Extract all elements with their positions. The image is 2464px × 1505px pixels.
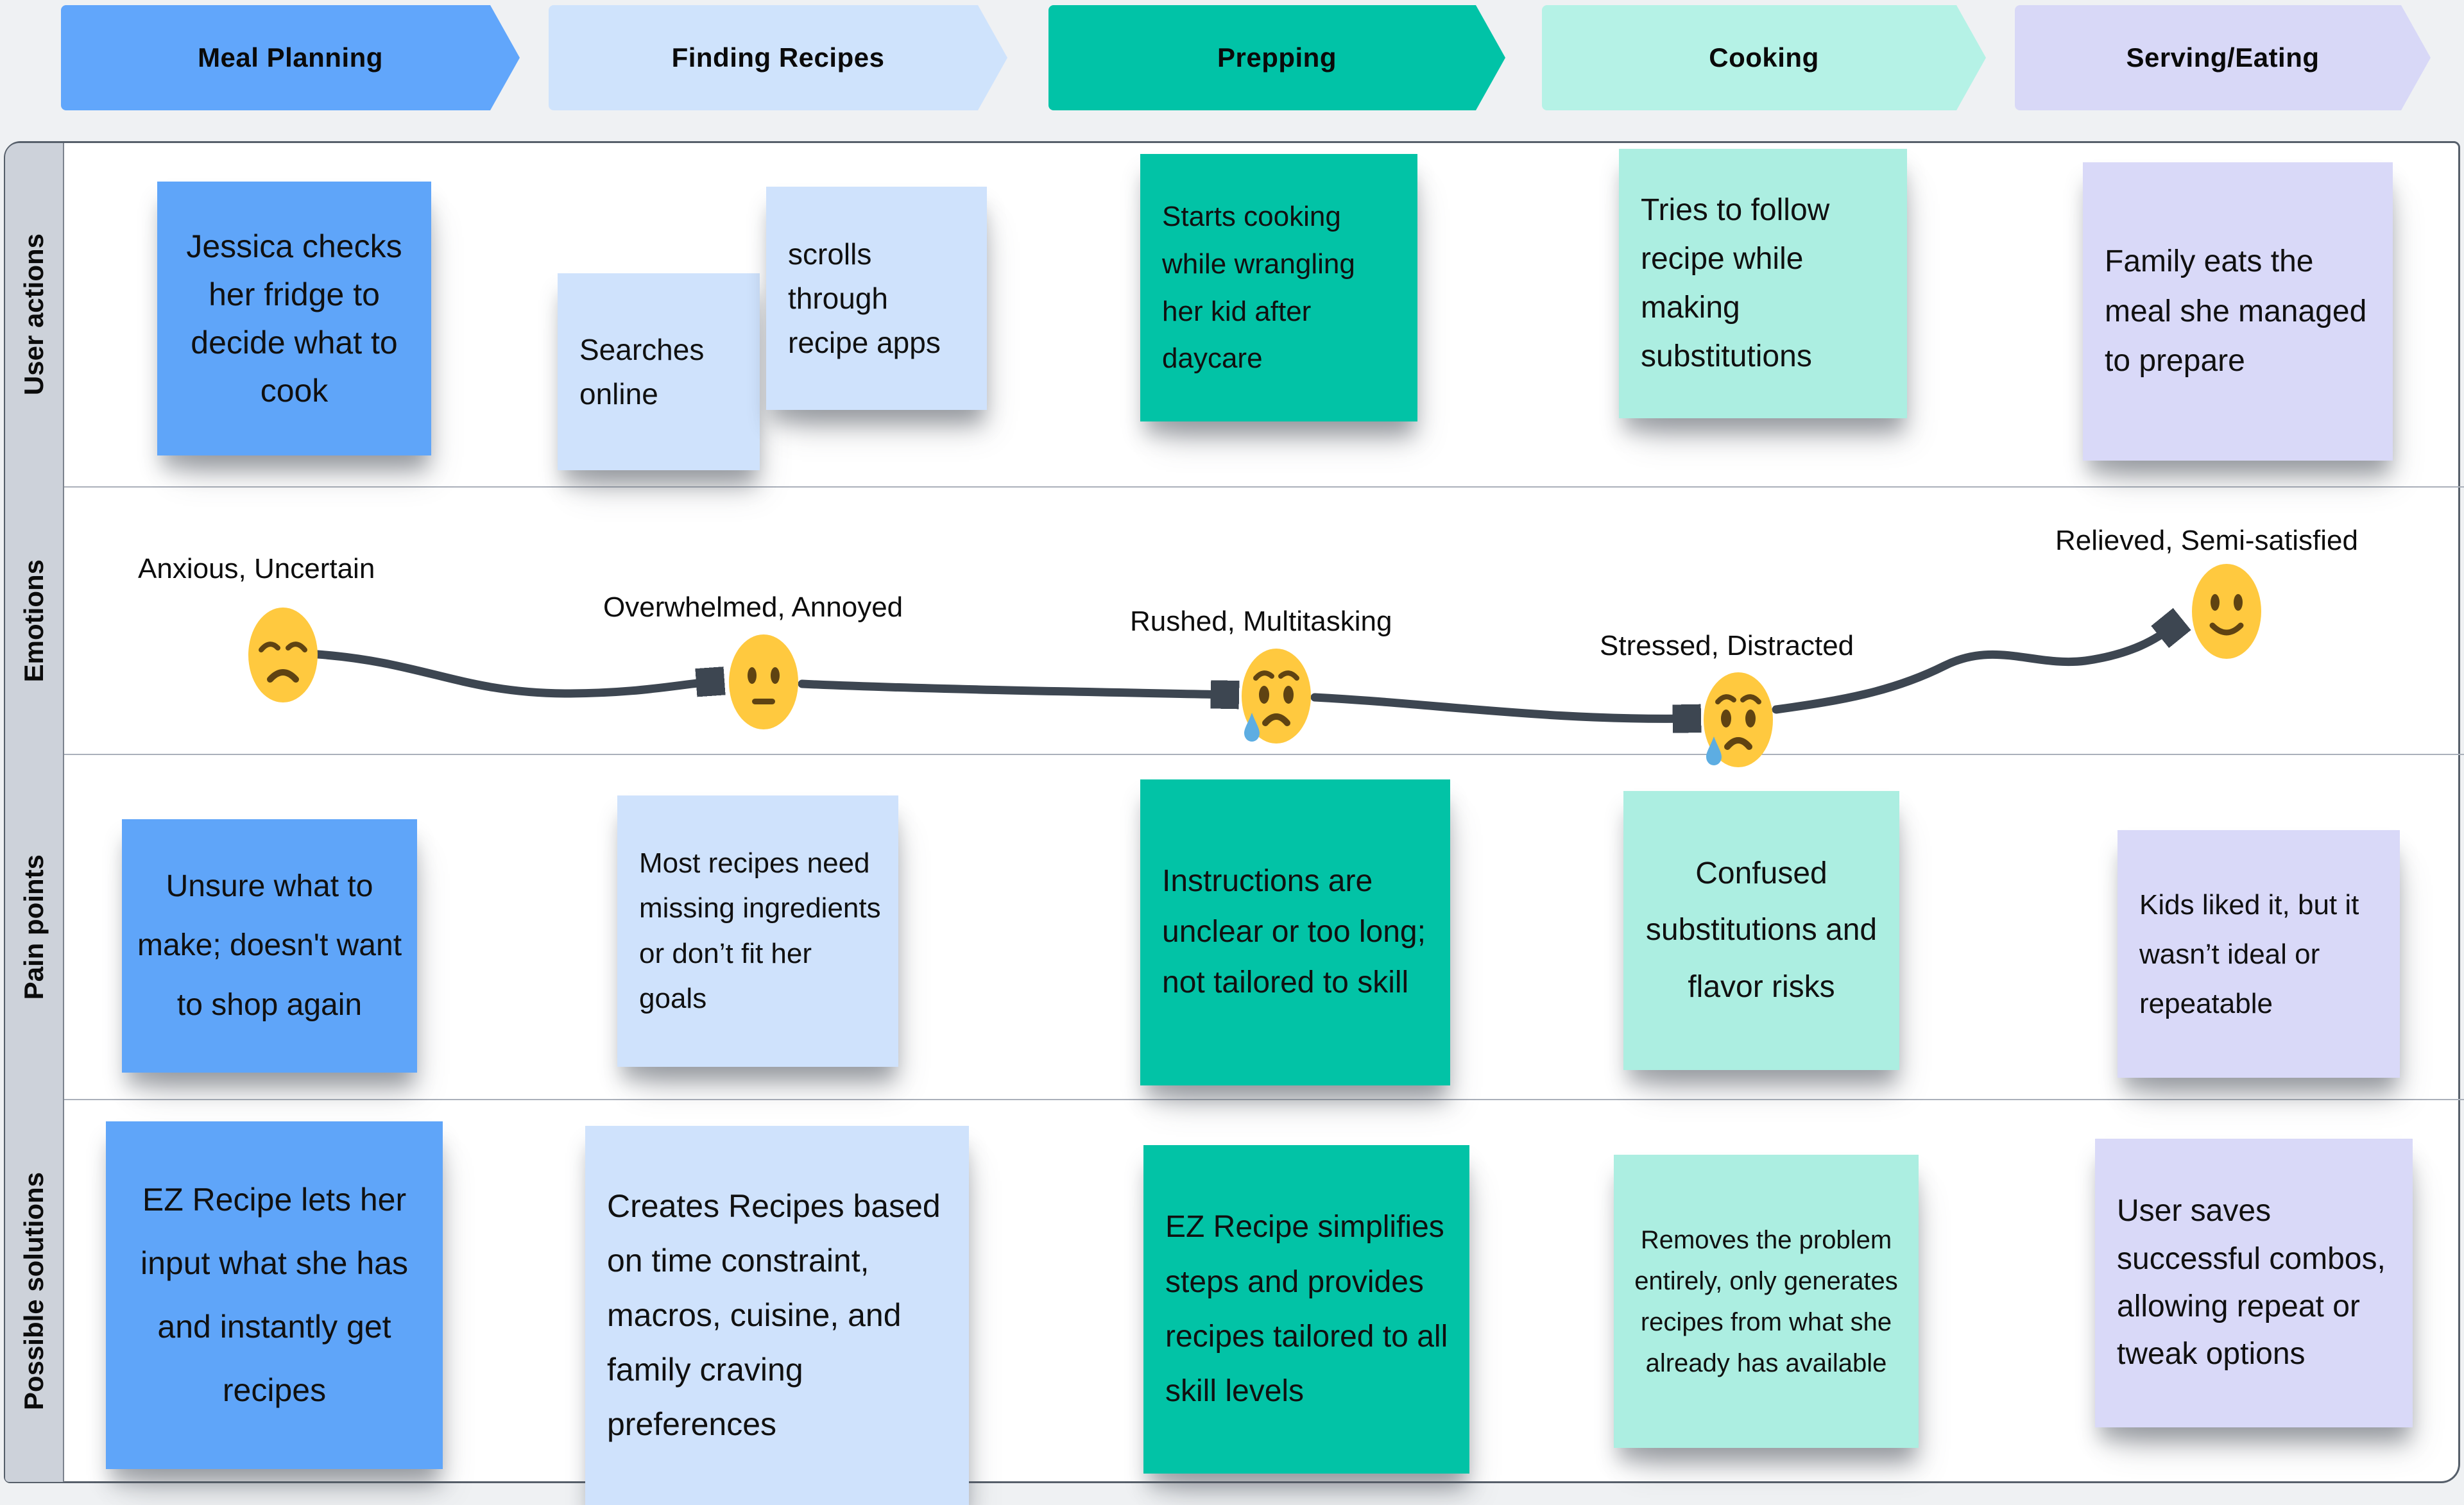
sticky-note-user-action-cooking[interactable]: Tries to follow recipe while making subs… — [1619, 149, 1907, 418]
emoji-sad-tear-face[interactable] — [1242, 649, 1311, 744]
phase-arrow-serving-eating[interactable]: Serving/Eating — [2015, 5, 2431, 110]
row-label-sidebar — [5, 143, 64, 1482]
sticky-note-pain-prepping[interactable]: Instructions are unclear or too long; no… — [1140, 779, 1450, 1085]
sticky-note-user-action-scrolls-apps[interactable]: scrolls through recipe apps — [766, 187, 987, 410]
sticky-note-pain-serving[interactable]: Kids liked it, but it wasn’t ideal or re… — [2118, 830, 2400, 1078]
sticky-note-user-action-searches-online[interactable]: Searches online — [558, 273, 760, 470]
emotion-label-prepping[interactable]: Rushed, Multitasking — [1130, 606, 1392, 637]
sticky-note-pain-cooking[interactable]: Confused substitutions and flavor risks — [1623, 791, 1899, 1070]
emoji-neutral-face[interactable] — [729, 634, 798, 729]
row-divider — [5, 1099, 2464, 1100]
emotion-label-cooking[interactable]: Stressed, Distracted — [1600, 630, 1854, 661]
row-divider — [5, 754, 2464, 755]
sticky-note-user-action-serving[interactable]: Family eats the meal she managed to prep… — [2083, 162, 2393, 461]
emoji-sad-tear-face[interactable] — [1704, 672, 1773, 767]
sticky-note-solution-meal-planning[interactable]: EZ Recipe lets her input what she has an… — [106, 1121, 443, 1469]
emotion-label-meal-planning[interactable]: Anxious, Uncertain — [138, 553, 375, 584]
emoji-disappointed-face[interactable] — [248, 608, 318, 702]
sticky-note-solution-serving[interactable]: User saves successful combos, allowing r… — [2095, 1139, 2413, 1427]
sticky-note-solution-cooking[interactable]: Removes the problem entirely, only gener… — [1614, 1155, 1919, 1448]
phase-arrow-finding-recipes[interactable]: Finding Recipes — [549, 5, 1007, 110]
sticky-note-solution-prepping[interactable]: EZ Recipe simplifies steps and provides … — [1143, 1145, 1469, 1474]
phase-arrow-meal-planning[interactable]: Meal Planning — [61, 5, 520, 110]
row-label-possible-solutions: Possible solutions — [19, 1171, 49, 1411]
row-label-pain-points: Pain points — [19, 854, 49, 1000]
phase-label: Finding Recipes — [671, 42, 885, 72]
emotion-label-finding-recipes[interactable]: Overwhelmed, Annoyed — [603, 591, 903, 623]
phase-label: Prepping — [1217, 42, 1337, 72]
sticky-note-pain-meal-planning[interactable]: Unsure what to make; doesn't want to sho… — [122, 819, 417, 1073]
phase-arrow-cooking[interactable]: Cooking — [1542, 5, 1986, 110]
phase-label: Cooking — [1709, 42, 1819, 72]
row-label-user-actions: User actions — [19, 234, 49, 396]
sticky-note-solution-finding-recipes[interactable]: Creates Recipes based on time constraint… — [585, 1126, 969, 1505]
phase-arrow-prepping[interactable]: Prepping — [1048, 5, 1505, 110]
phase-label: Serving/Eating — [2126, 42, 2320, 72]
sticky-note-user-action-meal-planning[interactable]: Jessica checks her fridge to decide what… — [157, 182, 431, 455]
sticky-note-user-action-prepping[interactable]: Starts cooking while wrangling her kid a… — [1140, 154, 1417, 421]
phase-label: Meal Planning — [198, 42, 383, 72]
sticky-note-pain-finding-recipes[interactable]: Most recipes need missing ingredients or… — [617, 795, 898, 1067]
emotion-label-serving[interactable]: Relieved, Semi-satisfied — [2055, 525, 2358, 556]
row-label-emotions: Emotions — [19, 559, 49, 683]
row-divider — [5, 486, 2464, 488]
emoji-slightly-smiling-face[interactable] — [2192, 564, 2261, 659]
